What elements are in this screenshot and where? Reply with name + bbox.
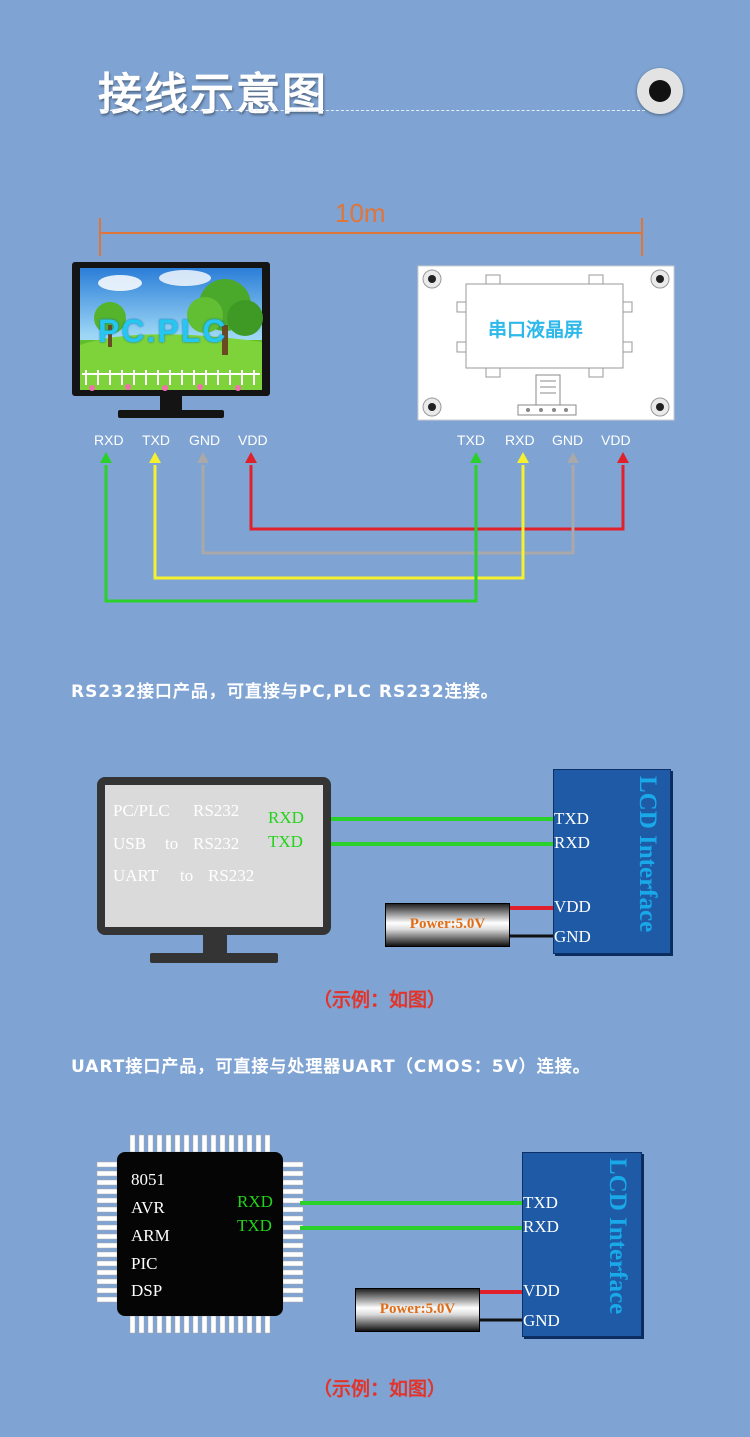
rs232-note: RS232接口产品，可直接与PC,PLC RS232连接。 xyxy=(71,682,499,702)
lcd1-rxd: RXD xyxy=(554,833,590,852)
circle-dot-icon xyxy=(637,68,683,114)
pin-label-right-gnd: GND xyxy=(552,432,584,448)
pc-line-3-b: RS232 xyxy=(208,866,255,885)
chip-lcd-diagram xyxy=(96,1134,522,1334)
pc-line-3-a: UART xyxy=(113,866,159,885)
page-title: 接线示意图 xyxy=(98,69,328,120)
pc-line-1-b: RS232 xyxy=(193,801,240,820)
wire-gnd xyxy=(201,465,575,555)
pin-label-right-rxd: RXD xyxy=(505,432,535,448)
chip-line-avr: AVR xyxy=(131,1198,165,1217)
pc-monitor-screen xyxy=(97,777,331,935)
wire-rxd-txd xyxy=(104,465,478,603)
monitor-label: PC.PLC xyxy=(98,313,228,349)
example-caption-2: （示例：如图） xyxy=(313,1378,447,1400)
uart-note: UART接口产品，可直接与处理器UART（CMOS：5V）连接。 xyxy=(71,1057,591,1077)
chip-line-8051: 8051 xyxy=(131,1170,165,1189)
lcd1-vdd: VDD xyxy=(554,897,591,916)
lcd1-txd: TXD xyxy=(554,809,589,828)
title-underline xyxy=(105,110,645,111)
power-supply-1: Power:5.0V xyxy=(385,903,510,947)
lcd2-txd: TXD xyxy=(523,1193,558,1212)
lcd-interface-panel-2 xyxy=(522,1152,642,1337)
pin-label-left-rxd: RXD xyxy=(94,432,124,448)
pc-line-2-b: RS232 xyxy=(193,834,240,853)
pin-label-right-vdd: VDD xyxy=(601,432,631,448)
lcd2-vdd: VDD xyxy=(523,1281,560,1300)
lcd-interface-panel-1 xyxy=(553,769,671,954)
chip-txd-label: TXD xyxy=(237,1216,272,1235)
chip-line-arm: ARM xyxy=(131,1226,170,1245)
chip-line-dsp: DSP xyxy=(131,1281,163,1300)
pc-line-2-m: to xyxy=(165,834,179,853)
pc-line-2-a: USB xyxy=(113,834,147,853)
wire-vdd xyxy=(249,465,625,531)
display-label: 串口液晶屏 xyxy=(488,319,584,341)
lcd1-gnd: GND xyxy=(554,927,591,946)
mcu-chip xyxy=(117,1152,283,1316)
pin-label-left-gnd: GND xyxy=(189,432,221,448)
pc-rxd-label: RXD xyxy=(268,808,304,827)
wiring-diagram xyxy=(72,218,675,603)
pin-label-left-vdd: VDD xyxy=(238,432,268,448)
monitor-illustration xyxy=(72,262,270,418)
chip-line-pic: PIC xyxy=(131,1254,158,1273)
serial-lcd-board xyxy=(417,265,675,421)
example-caption-1: （示例：如图） xyxy=(313,989,447,1011)
lcd-interface-label-1: LCD Interface xyxy=(634,776,661,933)
lcd2-gnd: GND xyxy=(523,1311,560,1330)
power-supply-2: Power:5.0V xyxy=(355,1288,480,1332)
wire-txd-rxd xyxy=(153,465,525,580)
chip-rxd-label: RXD xyxy=(237,1192,273,1211)
distance-label: 10m xyxy=(335,198,386,228)
pc-line-1-a: PC/PLC xyxy=(113,801,170,820)
pin-label-left-txd: TXD xyxy=(142,432,170,448)
pc-line-3-m: to xyxy=(180,866,194,885)
lcd-interface-label-2: LCD Interface xyxy=(604,1158,631,1315)
pc-lcd-diagram xyxy=(150,817,553,963)
pc-txd-label: TXD xyxy=(268,832,303,851)
lcd2-rxd: RXD xyxy=(523,1217,559,1236)
pin-label-right-txd: TXD xyxy=(457,432,485,448)
